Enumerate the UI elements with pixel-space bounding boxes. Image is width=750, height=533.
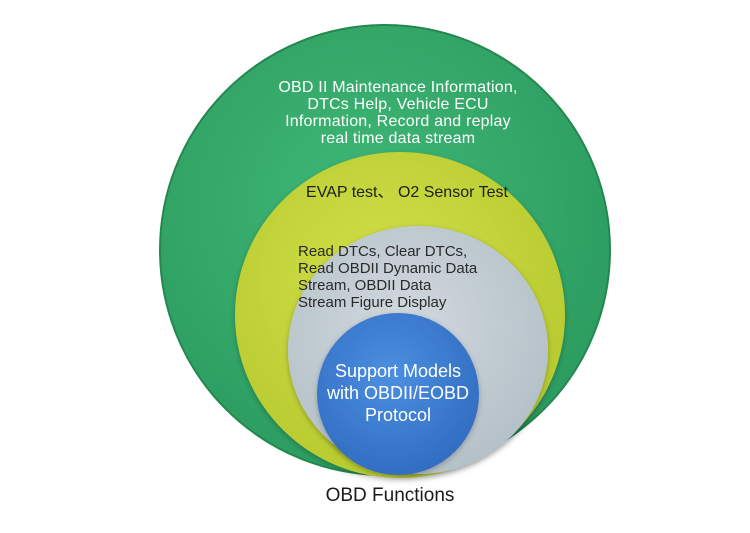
evap-ring-label: EVAP test、 O2 Sensor Test — [306, 184, 508, 201]
diagram-caption: OBD Functions — [325, 485, 455, 506]
core-circle — [317, 313, 479, 475]
outer-ring-label: OBD II Maintenance Information, DTCs Hel… — [278, 79, 518, 147]
core-label: Support Models with OBDII/EOBD Protocol — [326, 361, 470, 425]
inner-ring-label: Read DTCs, Clear DTCs, Read OBDII Dynami… — [298, 243, 478, 311]
